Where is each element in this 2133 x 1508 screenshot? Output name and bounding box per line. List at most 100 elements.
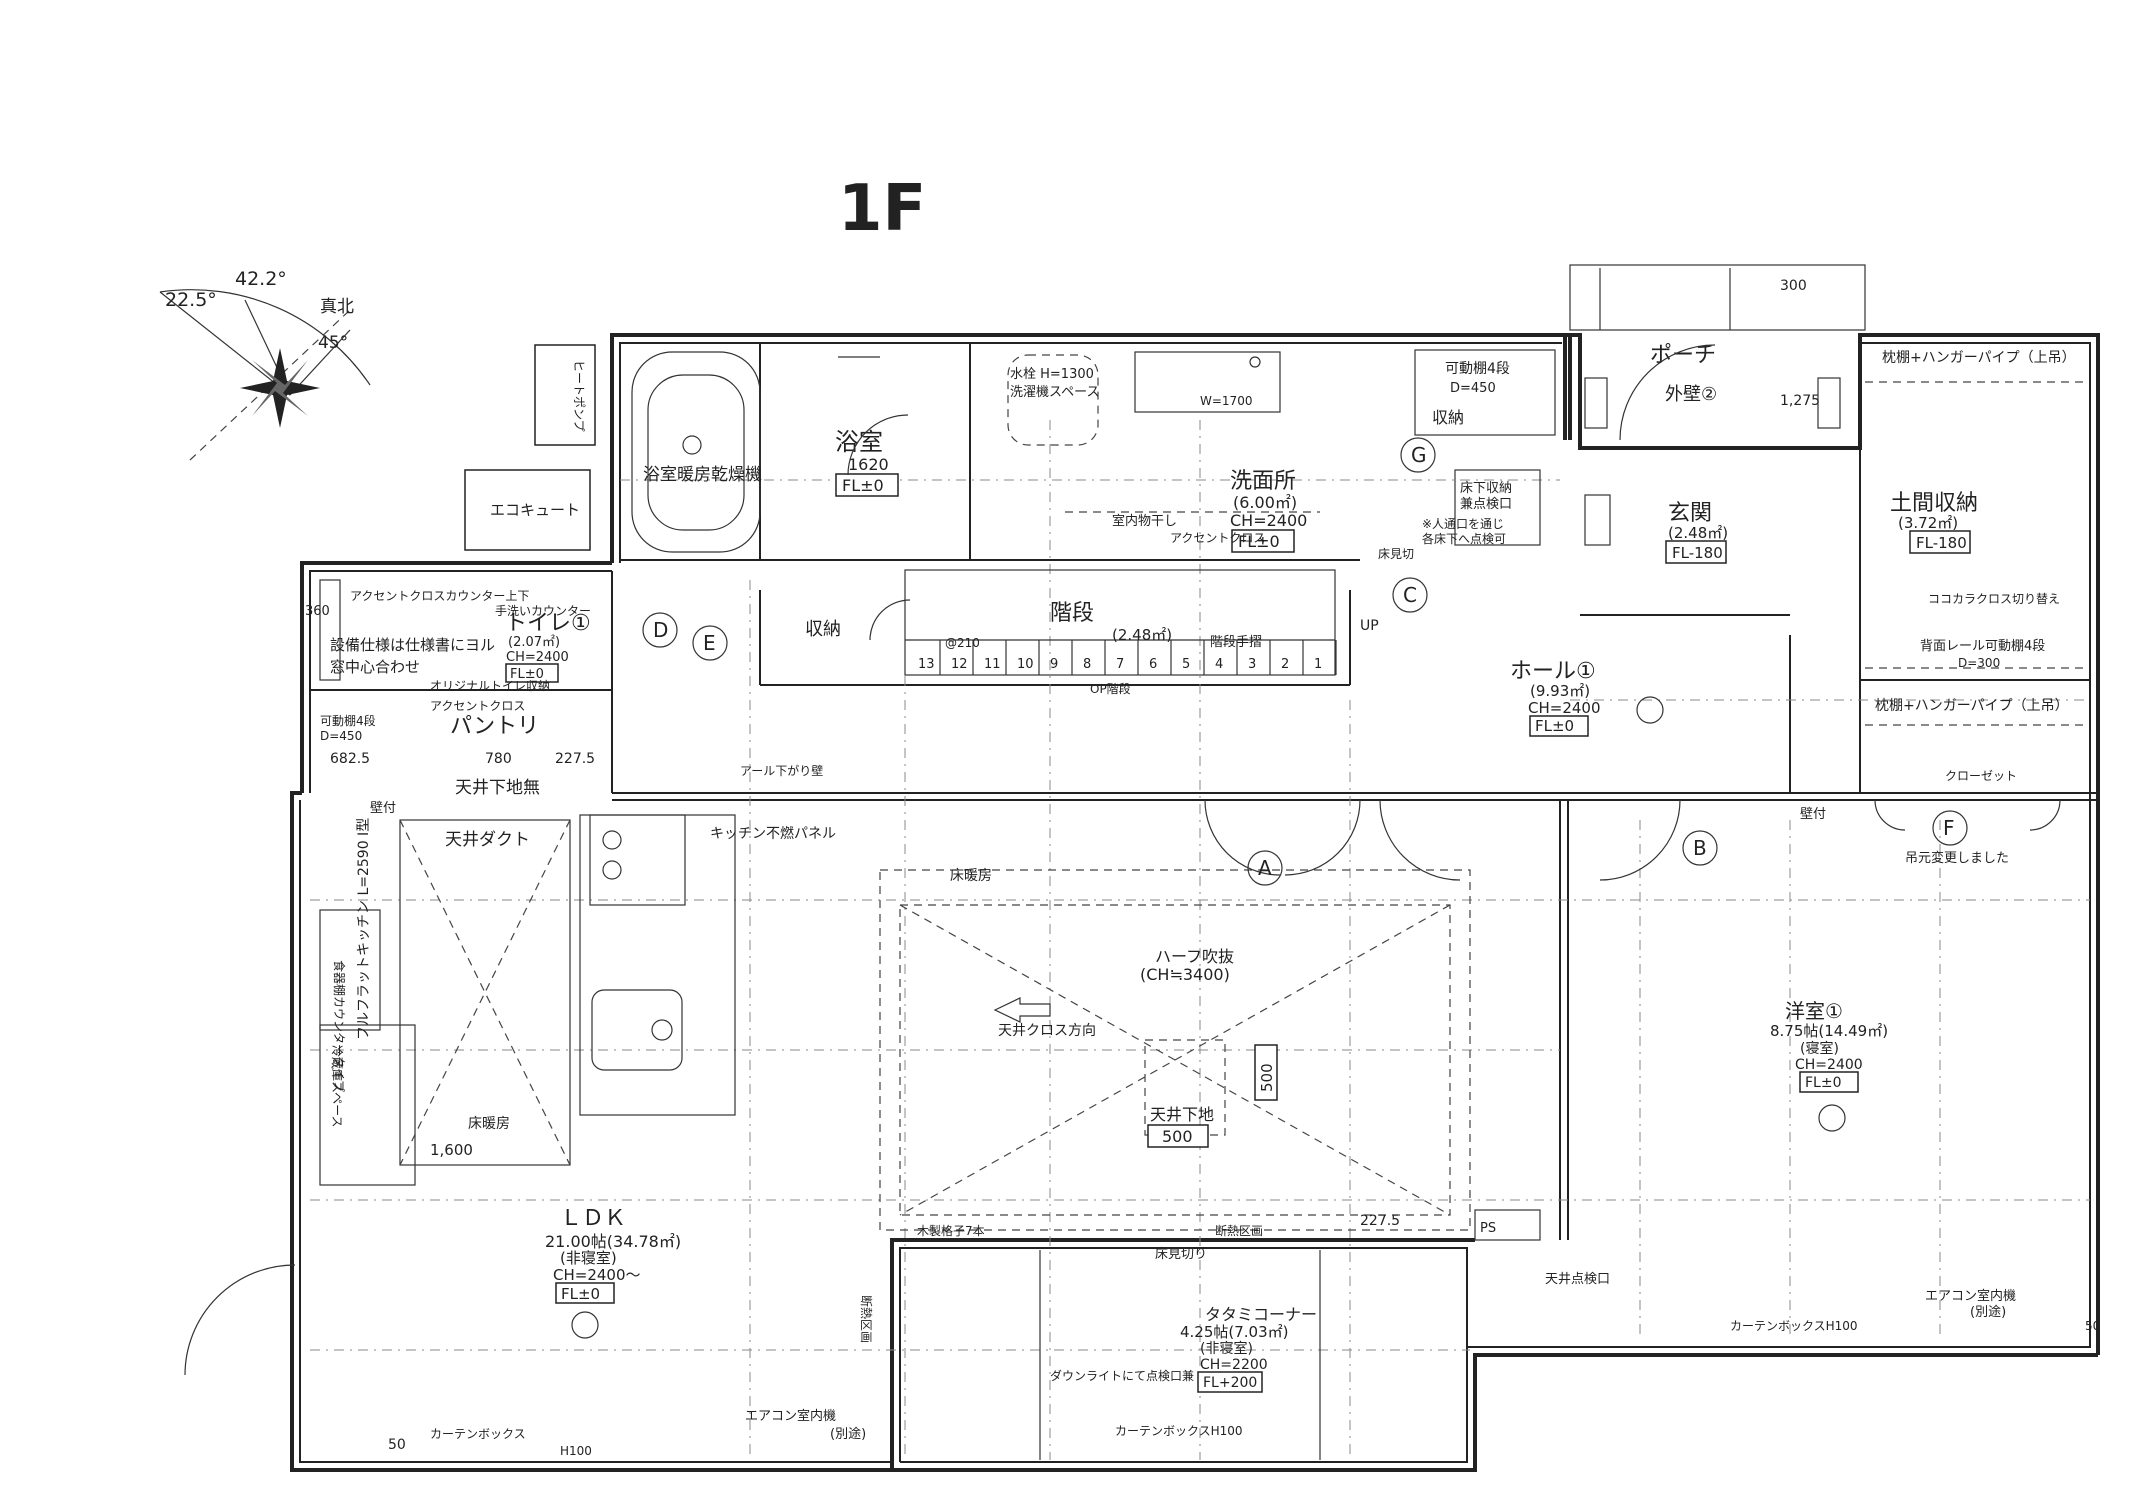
ldk: 天井下地無 壁付 天井ダクト キッチン不燃パネル 食器棚カウンタータイプ 冷蔵庫… [184, 778, 836, 1458]
doors [847, 414, 2061, 881]
entrance: 玄関 (2.48㎡) FL-180 [1584, 494, 1728, 564]
hall-fl: FL±0 [1535, 717, 1574, 735]
toilet-ch: CH=2400 [506, 650, 569, 665]
underfloor-l4: 各床下へ点検可 [1422, 531, 1506, 546]
stair-accent: アクセントクロス [1170, 531, 1265, 545]
shelf-g-l2: D=450 [1450, 381, 1496, 396]
hall-ch: CH=2400 [1528, 699, 1601, 717]
svg-text:A: A [1258, 856, 1272, 880]
underfloor-l1: 床下収納 [1460, 481, 1512, 496]
svg-text:E: E [703, 631, 716, 655]
shelf-g: 可動棚4段 D=450 収納 床下収納 兼点検口 ※人通口を通じ 各床下へ点検可 [1414, 349, 1556, 546]
toilet-counter: アクセントクロスカウンター上下 [350, 589, 529, 603]
toilet-area: (2.07㎡) [508, 635, 560, 650]
ldk-fl: FL±0 [561, 1285, 600, 1303]
bedroom-note: 吊元変更しました [1905, 850, 2009, 866]
toilet-note1: 設備仕様は仕様書にヨル [330, 636, 495, 654]
doma-rail2: D=300 [1958, 656, 2000, 670]
wash-drying: 室内物干し [1112, 513, 1177, 529]
ldk-curtain-h: H100 [560, 1444, 592, 1458]
ldk-use: (非寝室) [560, 1249, 617, 1267]
porch-wall: 外壁② [1665, 384, 1717, 405]
compass-rose-icon [240, 348, 320, 428]
bedroom-curtain: カーテンボックスH100 [1730, 1319, 1858, 1333]
tatami-dim2: 50 [388, 1437, 406, 1453]
doma-area: (3.72㎡) [1898, 514, 1958, 532]
pantry-shelf2: D=450 [320, 729, 362, 743]
wash-fl: FL±0 [1238, 532, 1280, 551]
washroom: W=1700 水栓 H=1300 洗濯機スペース 洗面所 (6.00㎡) CH=… [1007, 351, 1320, 553]
svg-text:B: B [1693, 836, 1707, 860]
stair-step-number: 8 [1083, 657, 1091, 672]
tatami-curtain: カーテンボックスH100 [1115, 1424, 1243, 1438]
bath-name: 浴室 [835, 428, 883, 456]
stair-step-number: 3 [1248, 657, 1256, 672]
svg-text:G: G [1411, 443, 1427, 467]
tatami-dim: 227.5 [1360, 1213, 1400, 1229]
ldk-curtain: カーテンボックス [430, 1427, 526, 1441]
ecocute: エコキュート ヒートポンプ [464, 344, 596, 551]
ldk-area: 21.00帖(34.78㎡) [545, 1232, 681, 1251]
bath-fl: FL±0 [842, 476, 884, 495]
wash-ch: CH=2400 [1230, 511, 1307, 530]
hall-area: (9.93㎡) [1530, 682, 1590, 700]
wash-faucet: 水栓 H=1300 [1010, 367, 1094, 382]
angle-1: 42.2° [235, 268, 287, 290]
void-sub: 天井下地 [1150, 1105, 1214, 1124]
stair-step-number: 5 [1182, 657, 1190, 672]
pantry-name: パントリ [450, 714, 539, 739]
toilet-storage: オリジナルトイレ収納 [430, 679, 550, 693]
stair-step-number: 11 [984, 657, 1001, 672]
ecocute-label: エコキュート [490, 501, 580, 519]
tatami-lattice: 木製格子7本 [917, 1223, 985, 1238]
stair-step-number: 7 [1116, 657, 1124, 672]
tatami-use: (非寝室) [1200, 1340, 1253, 1357]
svg-text:C: C [1403, 583, 1417, 607]
true-north: 真北 [320, 297, 354, 317]
stair-storage: 収納 [805, 619, 841, 640]
ldk-wall-fit: 壁付 [370, 801, 396, 816]
void-ch: (CH≒3400) [1140, 965, 1230, 984]
stair-op: OP階段 [1090, 681, 1131, 696]
stair-step-number: 12 [951, 657, 968, 672]
toilet-fl: FL±0 [510, 667, 544, 682]
pantry-dim1: 682.5 [330, 751, 370, 767]
half-void: 床暖房 ハーフ吹抜 (CH≒3400) 天井クロス方向 天井下地 500 500 [879, 868, 1471, 1231]
hall: ホール① (9.93㎡) CH=2400 FL±0 アール下がり壁 [740, 659, 1664, 778]
tatami-corner: 木製格子7本 断熱区画 床見切り 227.5 タタミコーナー 4.25帖(7.0… [388, 1213, 1400, 1460]
wash-machine-space: 洗濯機スペース [1010, 385, 1099, 400]
stair-step-number: 9 [1050, 657, 1058, 672]
wash-area: (6.00㎡) [1233, 493, 1297, 512]
bedroom-ch: CH=2400 [1795, 1057, 1863, 1073]
pantry: 可動棚4段 D=450 アクセントクロス パントリ 682.5 780 227.… [320, 699, 595, 767]
ldk-dim: 1,600 [430, 1141, 473, 1159]
ldk-ceiling-none: 天井下地無 [455, 778, 540, 798]
marker-e: E [692, 625, 728, 661]
void-heat: 床暖房 [950, 868, 992, 884]
marker-a: A [1247, 850, 1283, 886]
bath-size: 1620 [848, 455, 889, 474]
bedroom-name: 洋室① [1785, 999, 1843, 1023]
heatpump-label: ヒートポンプ [572, 360, 586, 432]
tatami-downlight: ダウンライトにて点検口兼 [1050, 1368, 1194, 1383]
stair-rail: 階段手摺 [1210, 635, 1262, 650]
porch-dim2: 1,275 [1780, 393, 1820, 409]
stair-step-number: 6 [1149, 657, 1157, 672]
toilet-note2: 窓中心合わせ [330, 658, 420, 676]
marker-b: B [1682, 830, 1718, 866]
bedroom-closet: クローゼット [1945, 769, 2017, 783]
pantry-shelf: 可動棚4段 [320, 713, 376, 728]
floor-label: 1F [838, 172, 926, 246]
bedroom-area: 8.75帖(14.49㎡) [1770, 1022, 1888, 1040]
ldk-ch: CH=2400～ [553, 1266, 641, 1284]
stair-step-number: 10 [1017, 657, 1034, 672]
bedroom: 枕棚+ハンガーパイプ（上吊） クローゼット 吊元変更しました 洋室① 8.75帖… [1545, 698, 2100, 1333]
marker-f: F [1932, 810, 1968, 846]
stair-edge: 床見切 [1378, 547, 1414, 561]
doma-note: ココカラクロス切り替え [1928, 592, 2060, 606]
stair-step-number: 13 [918, 657, 935, 672]
entrance-area: (2.48㎡) [1668, 524, 1728, 542]
stair-step-number: 2 [1281, 657, 1289, 672]
entrance-name: 玄関 [1668, 501, 1712, 526]
